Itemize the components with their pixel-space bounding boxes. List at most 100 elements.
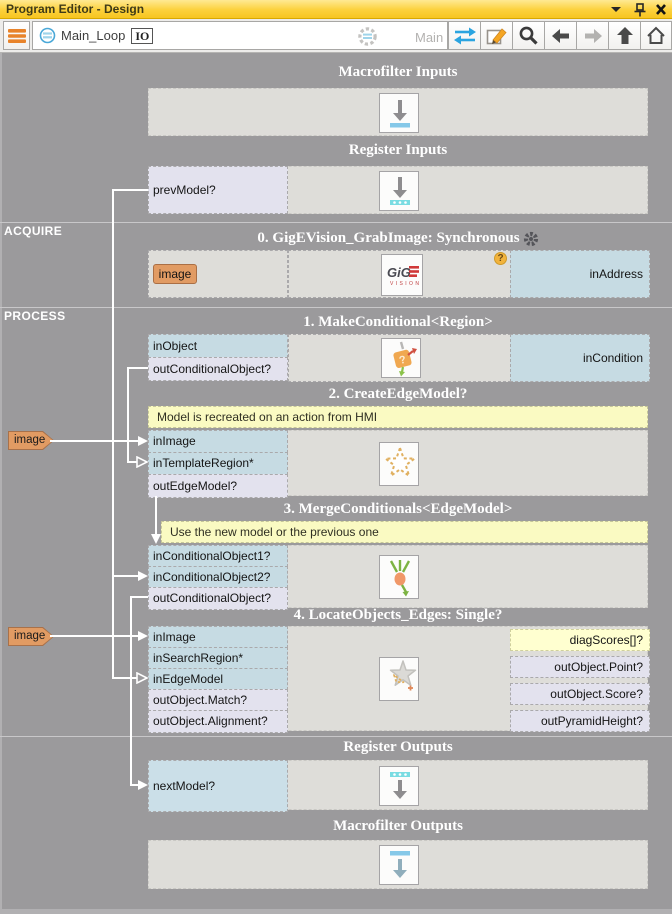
navigate-forward-button[interactable] (576, 21, 609, 50)
make-body-cell[interactable]: ? (288, 334, 511, 382)
register-inputs-icon-box[interactable] (379, 171, 419, 211)
create-edge-model-header[interactable]: 2. CreateEdgeModel? (328, 386, 468, 402)
port-outpyramidheight[interactable]: outPyramidHeight? (510, 710, 650, 732)
image-source-tag[interactable]: image (8, 627, 54, 646)
image-source-tag[interactable]: image (8, 431, 54, 450)
swap-arrows-icon (453, 27, 476, 44)
port-outobject-score[interactable]: outObject.Score? (510, 683, 650, 705)
port-inimage-create[interactable]: inImage (148, 430, 288, 453)
port-outconditionalobject[interactable]: outConditionalObject? (148, 357, 288, 381)
macrofilter-breadcrumb[interactable]: Main_Loop IO Main (32, 21, 475, 50)
make-conditional-header[interactable]: 1. MakeConditional<Region> (303, 314, 493, 330)
register-outputs-icon-box[interactable] (379, 766, 419, 806)
port-insearchregion[interactable]: inSearchRegion* (148, 647, 288, 669)
make-conditional-icon-box: ? (381, 338, 421, 378)
pin-button[interactable] (632, 3, 648, 17)
arrow-up-icon (616, 26, 633, 44)
port-inobject[interactable]: inObject (148, 334, 288, 358)
wire-make-out (127, 367, 148, 369)
wire-make-out (127, 367, 129, 463)
program-menu-button[interactable] (3, 21, 30, 50)
port-inaddress[interactable]: inAddress (510, 250, 650, 298)
port-inedgemodel[interactable]: inEdgeModel (148, 668, 288, 690)
create-edge-model-comment[interactable]: Model is recreated on an action from HMI (148, 406, 648, 428)
grab-body-cell[interactable]: GiG VISION ? (288, 250, 511, 298)
port-inimage-locate[interactable]: inImage (148, 626, 288, 648)
close-button[interactable] (654, 3, 670, 16)
section-divider (0, 222, 672, 223)
editor-toolbar: Main_Loop IO Main (0, 19, 672, 53)
macrofilter-outputs-block[interactable] (148, 840, 648, 889)
port-outobject-match[interactable]: outObject.Match? (148, 689, 288, 711)
make-conditional-block[interactable]: inObject outConditionalObject? ? inCondi… (148, 334, 650, 382)
macrofilter-outputs-header[interactable]: Macrofilter Outputs (333, 818, 463, 834)
port-prevmodel[interactable]: prevModel? (148, 166, 288, 214)
grab-filter-block[interactable]: image GiG VISION ? inAddress (148, 250, 650, 298)
variant-gear-icon (358, 27, 377, 46)
svg-text:GiG: GiG (387, 265, 411, 280)
port-diagscores[interactable]: diagScores[]? (510, 629, 650, 651)
port-intemplateregion[interactable]: inTemplateRegion* (148, 452, 288, 475)
wire-arrow (138, 436, 148, 446)
port-outedgemodel[interactable]: outEdgeModel? (148, 474, 288, 498)
canvas-left-edge (0, 53, 2, 914)
wire-merge-out (130, 596, 148, 598)
section-divider (0, 307, 672, 308)
image-tag-label: image (9, 628, 53, 645)
go-home-button[interactable] (640, 21, 672, 50)
gear-icon[interactable] (523, 231, 539, 247)
question-badge[interactable]: ? (494, 252, 507, 265)
merge-conditionals-block[interactable]: inConditionalObject1? inConditionalObjec… (148, 545, 648, 610)
edit-button[interactable] (480, 21, 513, 50)
locate-star-icon (389, 660, 417, 691)
register-outputs-block[interactable]: nextModel? (148, 760, 648, 812)
register-inputs-header[interactable]: Register Inputs (348, 142, 448, 158)
image-tag-label: image (9, 432, 53, 449)
macrofilter-inputs-icon-box[interactable] (379, 93, 419, 133)
port-inconditionalobject2[interactable]: inConditionalObject2? (148, 566, 288, 588)
hamburger-icon (7, 28, 26, 43)
register-output-arrow-icon (390, 772, 410, 799)
macrofilter-inputs-block[interactable] (148, 88, 648, 136)
port-outconditionalobject-merge[interactable]: outConditionalObject? (148, 587, 288, 610)
locate-objects-block[interactable]: inImage inSearchRegion* inEdgeModel outO… (148, 626, 650, 733)
merge-conditionals-comment[interactable]: Use the new model or the previous one (161, 521, 648, 543)
register-outputs-header[interactable]: Register Outputs (343, 739, 453, 755)
grab-filter-title: 0. GigEVision_GrabImage: Synchronous (257, 230, 520, 246)
create-edge-model-block[interactable]: inImage inTemplateRegion* outEdgeModel? (148, 430, 648, 498)
macrofilter-name: Main_Loop (61, 28, 126, 43)
register-inputs-block[interactable]: prevModel? (148, 166, 648, 214)
macrofilter-inputs-header[interactable]: Macrofilter Inputs (338, 64, 458, 80)
wire-arrow-hollow (136, 672, 148, 684)
wire-image-a (50, 440, 138, 442)
macrofilter-outputs-icon-box[interactable] (379, 845, 419, 885)
grab-out-port-image[interactable]: image (153, 264, 197, 284)
wire-arrow (138, 631, 148, 641)
home-icon (647, 26, 665, 44)
find-button[interactable] (512, 21, 545, 50)
navigate-back-button[interactable] (544, 21, 577, 50)
port-outobject-alignment[interactable]: outObject.Alignment? (148, 710, 288, 733)
arrow-right-icon (584, 28, 602, 43)
port-incondition[interactable]: inCondition (510, 334, 650, 382)
port-outobject-point[interactable]: outObject.Point? (510, 656, 650, 678)
wire-prevmodel (112, 189, 148, 191)
close-icon (656, 4, 666, 15)
macrofilter-icon (39, 27, 56, 44)
edge-model-star-icon (384, 447, 416, 477)
merge-icon (389, 560, 411, 597)
port-nextmodel[interactable]: nextModel? (148, 760, 288, 812)
grab-filter-header[interactable]: 0. GigEVision_GrabImage: Synchronous (148, 230, 648, 247)
wire-arrow-hollow (136, 456, 148, 468)
wire-arrow (151, 534, 161, 544)
window-menu-button[interactable] (608, 3, 624, 16)
panel-titlebar[interactable]: Program Editor - Design (0, 0, 672, 19)
merge-conditionals-header[interactable]: 3. MergeConditionals<EdgeModel> (283, 501, 513, 517)
locate-objects-header[interactable]: 4. LocateObjects_Edges: Single? (293, 607, 503, 623)
port-inconditionalobject1[interactable]: inConditionalObject1? (148, 545, 288, 567)
pin-icon (634, 3, 646, 17)
svg-text:?: ? (398, 354, 408, 367)
gige-logo-box: GiG VISION (381, 254, 423, 296)
navigate-up-button[interactable] (608, 21, 641, 50)
toggle-connections-button[interactable] (448, 21, 481, 50)
